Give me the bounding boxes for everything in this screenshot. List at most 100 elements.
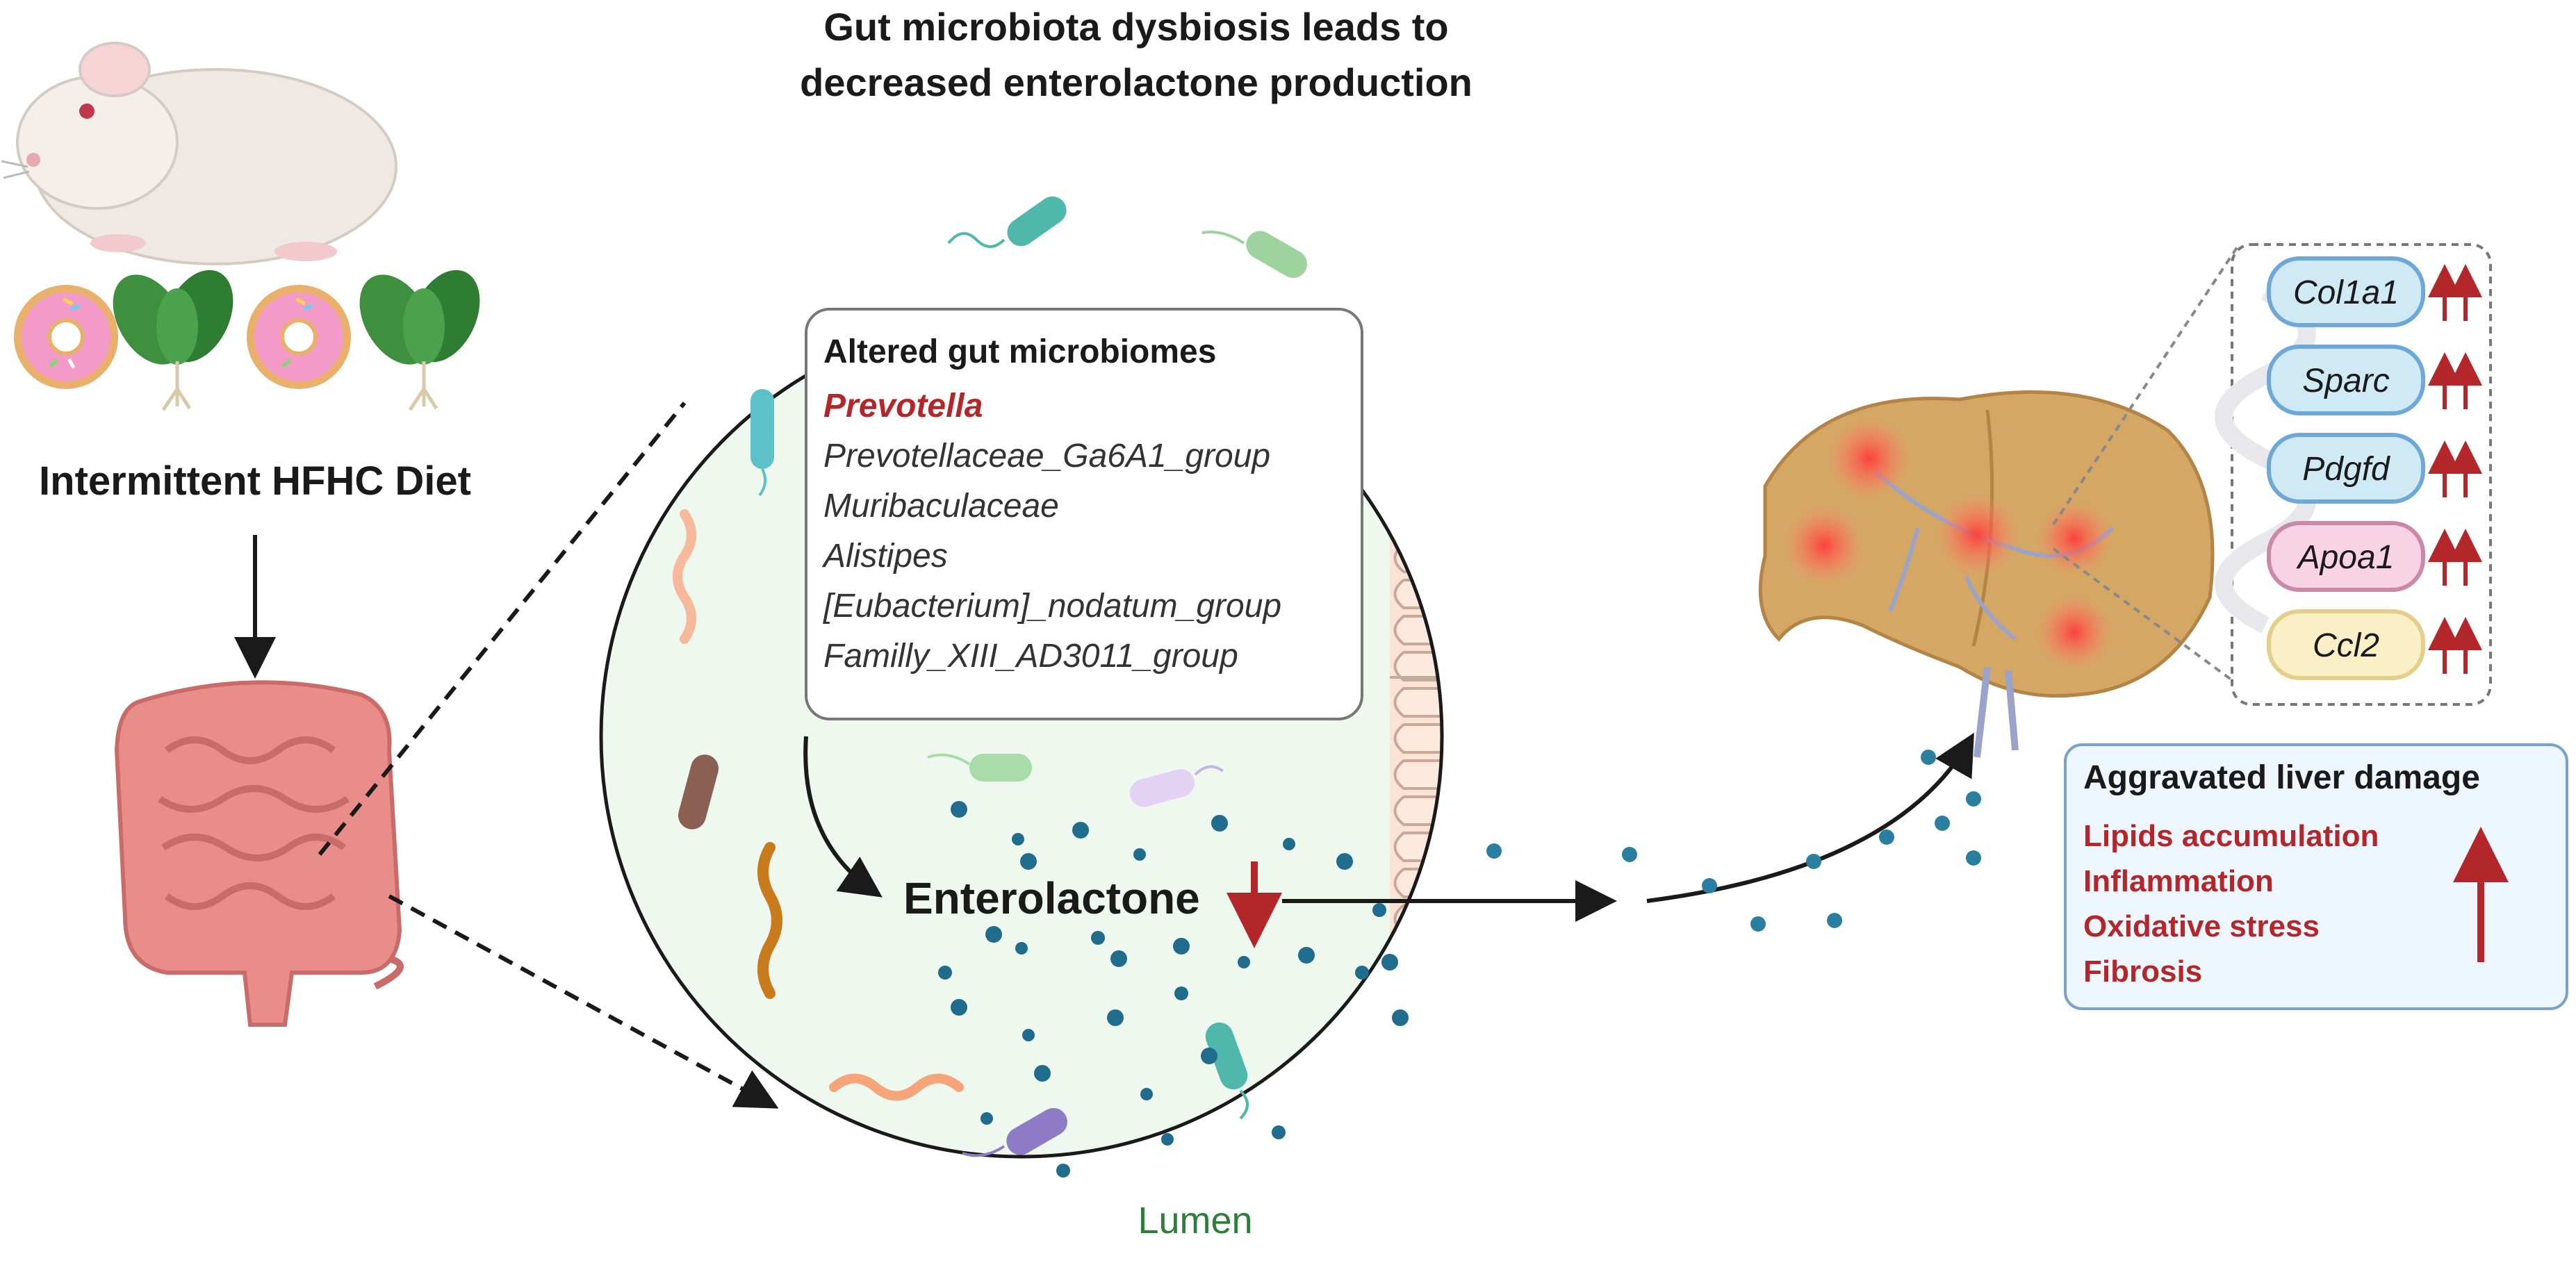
gene-pill [2267,345,2425,415]
molecule [1072,822,1089,839]
villus [1395,1158,1460,1186]
molecule [1272,1125,1286,1139]
molecule [951,999,967,1016]
molecule [1161,1133,1174,1146]
gene-item: Pdgfd [2267,433,2482,504]
molecule [1750,916,1766,932]
molecule [1966,791,1981,807]
molecule [1381,954,1398,970]
circulating-enterolactone [1486,750,1981,932]
zoom-line-top [318,402,687,856]
bacterium [1205,1022,1249,1120]
molecule [985,926,1002,943]
molecule [1935,816,1950,831]
microbiome-box-heading: Altered gut microbiomes [823,333,1216,370]
bacterium [757,842,782,999]
molecule [981,1112,993,1125]
villus [1393,1084,1442,1115]
taxon: Muribaculaceae [823,488,1059,525]
molecule [1238,956,1250,968]
villus [1393,316,1442,320]
villus [1393,759,1442,790]
bacterium [927,753,1032,782]
bacterium [750,389,774,497]
molecule [1372,903,1386,917]
villus [1393,651,1442,682]
intestine-illustration [114,680,404,1027]
villus [1393,940,1442,970]
molecule [1622,847,1637,862]
gene-item: Ccl2 [2267,609,2482,680]
gene-pill [2267,609,2425,680]
figure-title-line-1: Gut microbiota dysbiosis leads to [823,5,1448,49]
villus [1393,687,1442,718]
gene-pill [2267,433,2425,504]
liver-damage-item: Lipids accumulation [2083,819,2379,853]
villus [1393,976,1442,1007]
gene-name: Sparc [2302,363,2389,399]
gene-name: Col1a1 [2293,274,2399,311]
bacterium [1129,765,1224,807]
villus [1393,723,1442,754]
molecule [1140,1088,1153,1100]
villus [1393,398,1442,429]
gene-item: Sparc [2267,345,2482,415]
molecule [1110,950,1127,967]
liver-damage-item: Fibrosis [2083,955,2202,989]
liver-damage-panel: Aggravated liver damage Lipids accumulat… [2064,743,2568,1010]
gene-name: Apoa1 [2296,539,2395,576]
villus [1393,1121,1442,1151]
villus [1393,868,1442,898]
figure-title-line-2: decreased enterolactone production [800,60,1472,104]
molecule [951,801,967,818]
villus [1393,362,1442,393]
villus [1393,470,1442,501]
villus [1395,1194,1460,1222]
molecule [938,966,952,980]
molecule [1966,850,1981,866]
taxon: Prevotellaceae_Ga6A1_group [823,438,1270,474]
enterolactone-molecules [938,801,1409,1178]
bacterium [962,1108,1067,1157]
gene-name: Pdgfd [2302,451,2390,488]
villus [1393,506,1442,537]
liver-damage-item: Inflammation [2083,864,2274,898]
gene-name: Ccl2 [2313,627,2379,664]
molecule [1486,843,1502,859]
molecule [1806,854,1821,869]
molecule [1107,1009,1124,1026]
molecule [1056,1164,1070,1178]
taxon-highlighted: Prevotella [823,388,983,424]
spinach-icon [359,270,480,411]
molecule [1022,1029,1035,1041]
villus [1393,1048,1442,1079]
villus [1395,219,1460,247]
spinach-icon [113,270,233,411]
gene-zoom-line-bottom [2052,547,2239,686]
microbiome-box [805,308,1363,720]
taxon: Familly_XIII_AD3011_group [823,638,1238,675]
enterolactone-label: Enterolactone [903,873,1200,923]
liver-damage-heading: Aggravated liver damage [2083,759,2480,796]
lumen-label: Lumen [1138,1200,1252,1241]
molecule [1921,750,1936,765]
molecule [1133,848,1146,861]
molecule [1174,986,1188,1000]
villus [1395,255,1460,283]
molecule [1355,966,1369,980]
villus [1393,579,1442,609]
donut-icon [247,285,351,389]
bacterium [1201,231,1307,278]
molecule [1827,913,1842,928]
bacterium [673,509,696,644]
molecule [1034,1065,1051,1082]
mouse-illustration [1,42,397,265]
villus [1393,434,1442,465]
molecule [1091,931,1105,945]
molecule [1012,833,1024,845]
bacterium [947,196,1067,248]
gene-item: Col1a1 [2267,256,2482,327]
molecule [1879,829,1894,845]
taxon: [Eubacterium]_nodatum_group [823,588,1281,625]
